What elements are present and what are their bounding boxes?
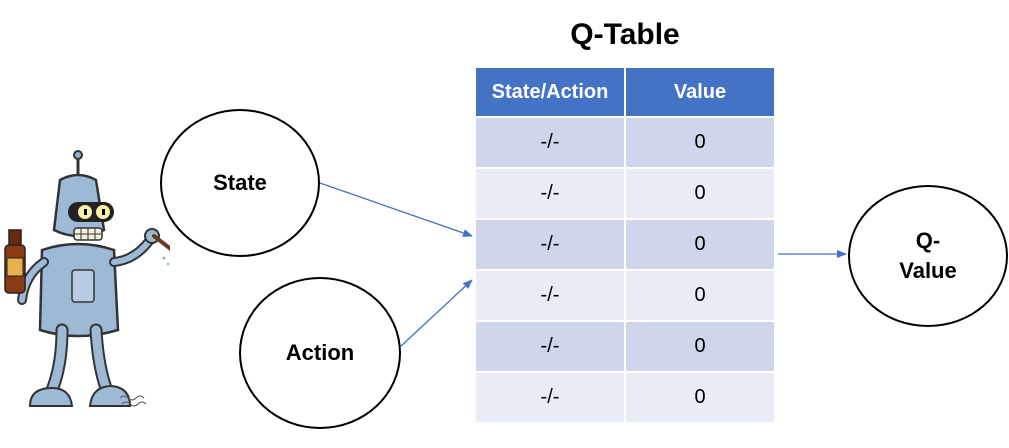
table-header-row: State/Action Value xyxy=(474,66,776,118)
state-action-cell: -/- xyxy=(474,371,626,424)
state-action-cell: -/- xyxy=(474,167,626,220)
state-action-cell: -/- xyxy=(474,269,626,322)
page-title: Q-Table xyxy=(570,18,680,51)
action-node-label: Action xyxy=(285,340,355,366)
value-cell: 0 xyxy=(624,116,776,169)
state-action-cell: -/- xyxy=(474,320,626,373)
column-header-value: Value xyxy=(624,66,776,118)
state-node-label: State xyxy=(213,170,267,196)
state-action-cell: -/- xyxy=(474,218,626,271)
action-node: Action xyxy=(239,277,401,429)
table-row: -/- 0 xyxy=(474,269,776,322)
q-table: State/Action Value -/- 0 -/- 0 -/- 0 -/-… xyxy=(474,66,776,424)
column-header-state-action: State/Action xyxy=(474,66,626,118)
q-value-node-label: Q- Value xyxy=(899,228,957,283)
value-cell: 0 xyxy=(624,218,776,271)
table-row: -/- 0 xyxy=(474,218,776,271)
state-to-table-arrow xyxy=(319,182,473,237)
value-cell: 0 xyxy=(624,320,776,373)
table-row: -/- 0 xyxy=(474,116,776,169)
robot-agent-icon xyxy=(4,150,170,407)
table-row: -/- 0 xyxy=(474,371,776,424)
q-value-node: Q- Value xyxy=(848,185,1008,327)
value-cell: 0 xyxy=(624,269,776,322)
table-row: -/- 0 xyxy=(474,167,776,220)
state-action-cell: -/- xyxy=(474,116,626,169)
value-cell: 0 xyxy=(624,371,776,424)
value-cell: 0 xyxy=(624,167,776,220)
table-row: -/- 0 xyxy=(474,320,776,373)
action-to-table-arrow xyxy=(399,279,473,348)
state-node: State xyxy=(160,109,320,257)
